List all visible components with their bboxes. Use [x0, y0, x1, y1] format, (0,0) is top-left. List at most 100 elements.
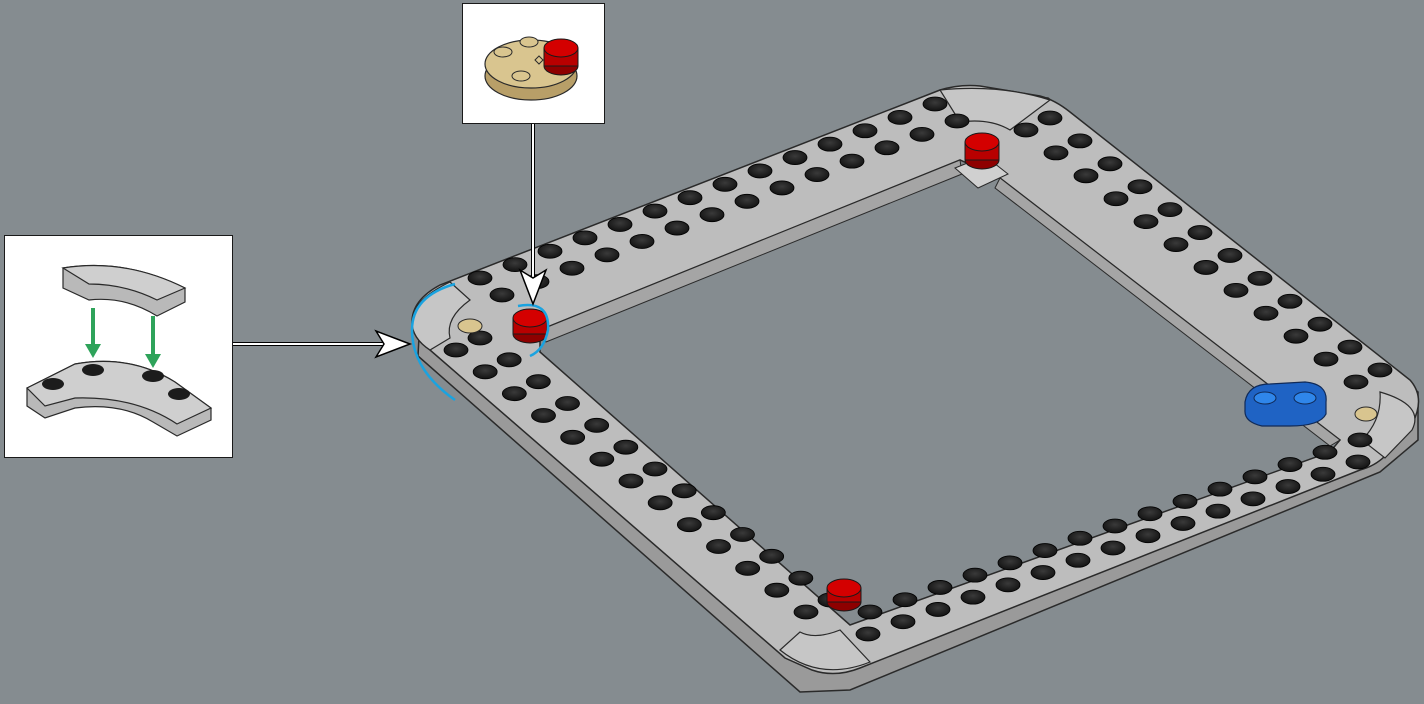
tan-round-plate-diagram — [463, 4, 606, 125]
stud — [963, 568, 987, 582]
stud — [1308, 317, 1332, 331]
stud — [945, 114, 969, 128]
stud — [1103, 519, 1127, 533]
red-stud-left — [513, 309, 547, 343]
stud — [1134, 215, 1158, 229]
stud — [1284, 329, 1308, 343]
stud — [1344, 375, 1368, 389]
stud — [1171, 516, 1195, 530]
stud — [818, 137, 842, 151]
stud — [910, 127, 934, 141]
stud — [503, 258, 527, 272]
stud — [888, 110, 912, 124]
stud — [783, 151, 807, 165]
stud — [672, 484, 696, 498]
stud — [677, 518, 701, 532]
stud — [891, 615, 915, 629]
stud — [1164, 238, 1188, 252]
stud — [532, 409, 556, 423]
stud — [1194, 260, 1218, 274]
stud — [1368, 363, 1392, 377]
stud — [608, 217, 632, 231]
stud — [701, 506, 725, 520]
stud — [1044, 146, 1068, 160]
stud — [560, 261, 584, 275]
red-stud-top — [965, 133, 999, 169]
stud — [1276, 480, 1300, 494]
stud — [1188, 226, 1212, 240]
stud — [1068, 134, 1092, 148]
stud — [856, 627, 880, 641]
stud — [1074, 169, 1098, 183]
stud — [556, 397, 580, 411]
stud — [926, 602, 950, 616]
stud — [1138, 507, 1162, 521]
stud — [1031, 566, 1055, 580]
stud — [444, 343, 468, 357]
stud — [573, 231, 597, 245]
stud — [893, 593, 917, 607]
stud — [1243, 470, 1267, 484]
stud — [1313, 445, 1337, 459]
stud — [1173, 494, 1197, 508]
stud — [1248, 271, 1272, 285]
stud — [707, 540, 731, 554]
stud — [731, 528, 755, 542]
stud — [1014, 123, 1038, 137]
stud — [1224, 283, 1248, 297]
stud — [590, 452, 614, 466]
stud — [1033, 544, 1057, 558]
stud — [853, 124, 877, 138]
stud — [1068, 531, 1092, 545]
stud — [468, 271, 492, 285]
stud — [1241, 492, 1265, 506]
stud — [789, 571, 813, 585]
stud — [770, 181, 794, 195]
stud — [875, 141, 899, 155]
stud — [713, 177, 737, 191]
stud — [643, 204, 667, 218]
stud — [1278, 294, 1302, 308]
tan-round-plate-left — [458, 319, 482, 333]
stud — [794, 605, 818, 619]
stud — [1066, 553, 1090, 567]
stud — [1314, 352, 1338, 366]
stud — [1101, 541, 1125, 555]
stud — [1348, 433, 1372, 447]
stud — [1278, 458, 1302, 472]
blue-jumper-plate — [1245, 382, 1326, 426]
stud — [1104, 192, 1128, 206]
stud — [736, 561, 760, 575]
red-stud-icon — [544, 39, 578, 75]
stud — [858, 605, 882, 619]
stud — [561, 430, 585, 444]
stud — [1136, 529, 1160, 543]
stud — [490, 288, 514, 302]
stud — [585, 418, 609, 432]
stud — [1098, 157, 1122, 171]
stud — [526, 375, 550, 389]
callout-tan-round-plate — [462, 3, 605, 124]
stud — [1128, 180, 1152, 194]
stud — [765, 583, 789, 597]
stud — [643, 462, 667, 476]
stud — [700, 208, 724, 222]
stud — [928, 580, 952, 594]
tan-round-plate-right — [1355, 407, 1377, 421]
stud — [996, 578, 1020, 592]
stud — [748, 164, 772, 178]
stud — [502, 387, 526, 401]
stud — [760, 549, 784, 563]
green-down-arrow-icon — [145, 316, 161, 368]
stud — [473, 365, 497, 379]
stud — [735, 194, 759, 208]
red-stud-bottom — [827, 579, 861, 611]
stud — [619, 474, 643, 488]
stud — [1346, 455, 1370, 469]
stud — [923, 97, 947, 111]
stud — [1338, 340, 1362, 354]
stud — [648, 496, 672, 510]
stud — [1208, 482, 1232, 496]
stud — [961, 590, 985, 604]
stud — [595, 248, 619, 262]
